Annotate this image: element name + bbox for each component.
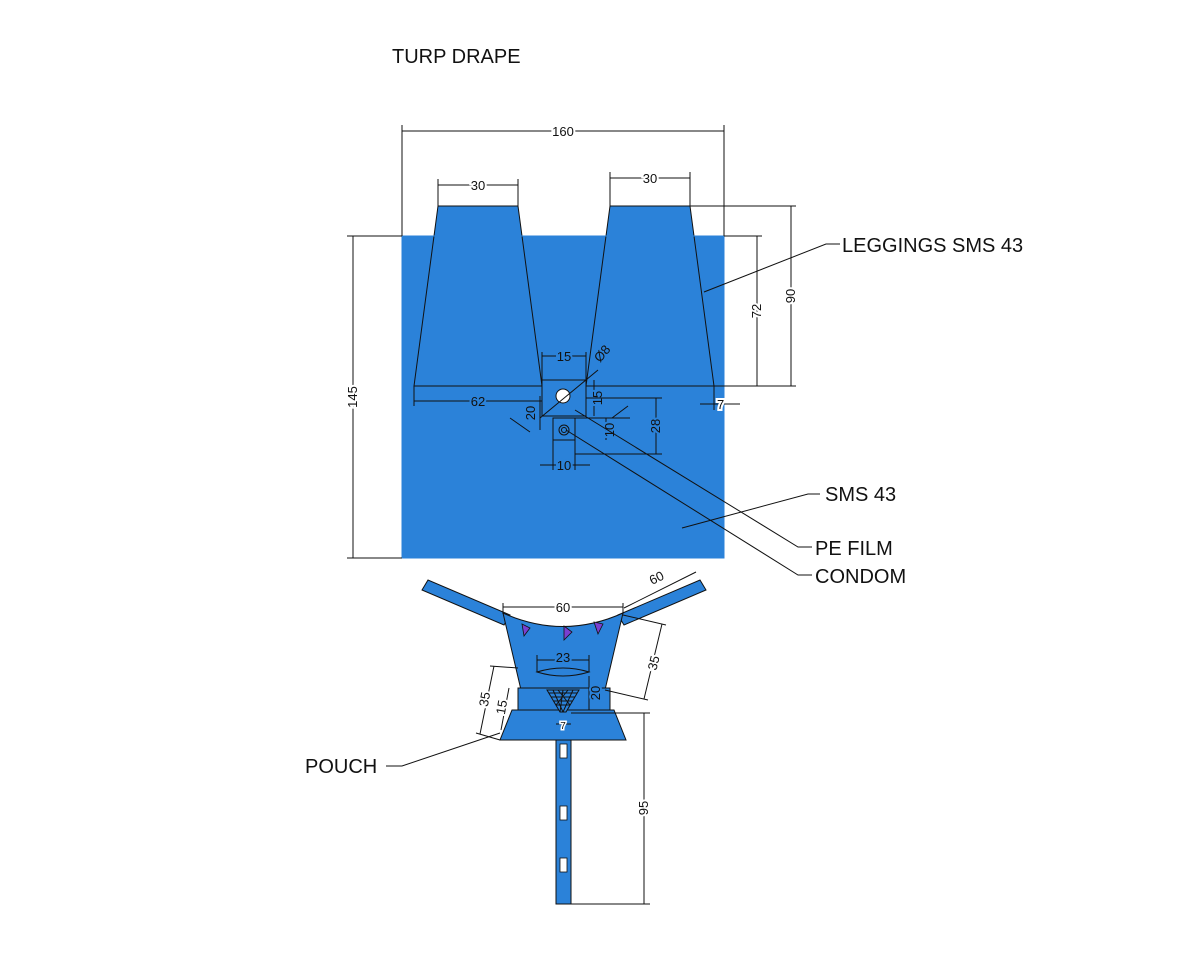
label-pe-film: PE FILM bbox=[815, 538, 893, 560]
dim-ext-35r-bottom bbox=[604, 689, 649, 701]
label-leggings: LEGGINGS SMS 43 bbox=[842, 235, 1023, 257]
dim-line-60-arm bbox=[623, 571, 697, 609]
dim-15-width: 15 bbox=[557, 349, 571, 364]
diag-mark-a bbox=[509, 417, 531, 433]
dim-10-horizontal: 10 bbox=[557, 458, 571, 473]
dim-160: 160 bbox=[552, 124, 574, 139]
marker-right bbox=[593, 621, 604, 636]
strip-slot-3 bbox=[559, 857, 568, 873]
label-condom: CONDOM bbox=[815, 566, 906, 588]
dim-7: 7 bbox=[717, 397, 724, 412]
dim-20-pouch: 20 bbox=[588, 686, 603, 700]
dim-7-strip: 7 bbox=[560, 721, 566, 732]
label-pouch: POUCH bbox=[305, 756, 377, 778]
dim-30-right: 30 bbox=[643, 171, 657, 186]
main-leaders: LEGGINGS SMS 43 SMS 43 PE FILM CONDOM bbox=[565, 235, 1023, 588]
dim-ext-35l-top bbox=[489, 665, 519, 669]
drape-outline bbox=[401, 235, 725, 559]
pouch-arm-left bbox=[421, 579, 511, 626]
dim-ext-35l-bottom bbox=[475, 732, 501, 741]
dim-145: 145 bbox=[345, 386, 360, 408]
pe-film-window bbox=[539, 369, 599, 441]
dim-line-35-left bbox=[479, 665, 495, 735]
strip-slot-1 bbox=[559, 743, 568, 759]
dim-72: 72 bbox=[749, 304, 764, 318]
lower-hole bbox=[558, 424, 570, 436]
leader-sms bbox=[681, 493, 820, 529]
leader-pe-film bbox=[574, 409, 812, 548]
main-dimensions: 160 30 30 90 72 145 62 7 bbox=[343, 122, 800, 559]
dim-62: 62 bbox=[471, 394, 485, 409]
label-sms: SMS 43 bbox=[825, 484, 896, 506]
dim-line-15-left bbox=[500, 687, 510, 731]
dim-10-vertical: 10 bbox=[602, 423, 617, 437]
dim-23: 23 bbox=[556, 650, 570, 665]
marker-left bbox=[521, 623, 531, 637]
dim-60-top: 60 bbox=[556, 600, 570, 615]
dim-ext-35r-top bbox=[622, 614, 667, 626]
dim-30-left: 30 bbox=[471, 178, 485, 193]
strip-slot-2 bbox=[559, 805, 568, 821]
main-drape bbox=[401, 205, 725, 559]
leader-condom bbox=[565, 429, 812, 576]
pouch-assembly bbox=[421, 579, 707, 905]
diag-mark-b bbox=[611, 405, 629, 419]
pouch-strip bbox=[555, 739, 572, 905]
dim-35-right: 35 bbox=[645, 654, 663, 672]
drawing-title: TURP DRAPE bbox=[392, 46, 521, 68]
marker-center bbox=[563, 625, 573, 641]
dim-line-35-right bbox=[643, 623, 663, 700]
legging-left bbox=[413, 205, 543, 387]
dim-28: 28 bbox=[648, 419, 663, 433]
dim-35-left: 35 bbox=[476, 691, 493, 708]
pouch-net-mesh bbox=[549, 689, 577, 713]
dim-20: 20 bbox=[523, 406, 538, 420]
condom-hole bbox=[555, 388, 571, 404]
dim-60-arm: 60 bbox=[647, 568, 667, 588]
pouch-arm-right bbox=[617, 579, 707, 626]
hole-leader bbox=[539, 369, 599, 419]
pouch-dimensions: 60 60 35 23 20 35 15 7 95 bbox=[305, 566, 697, 905]
leader-pouch bbox=[386, 732, 501, 767]
dim-15-left: 15 bbox=[493, 699, 510, 716]
leader-leggings bbox=[703, 243, 840, 293]
lower-window bbox=[552, 417, 576, 441]
dim-90: 90 bbox=[783, 289, 798, 303]
dim-95: 95 bbox=[636, 801, 651, 815]
pouch-upper bbox=[502, 612, 624, 691]
